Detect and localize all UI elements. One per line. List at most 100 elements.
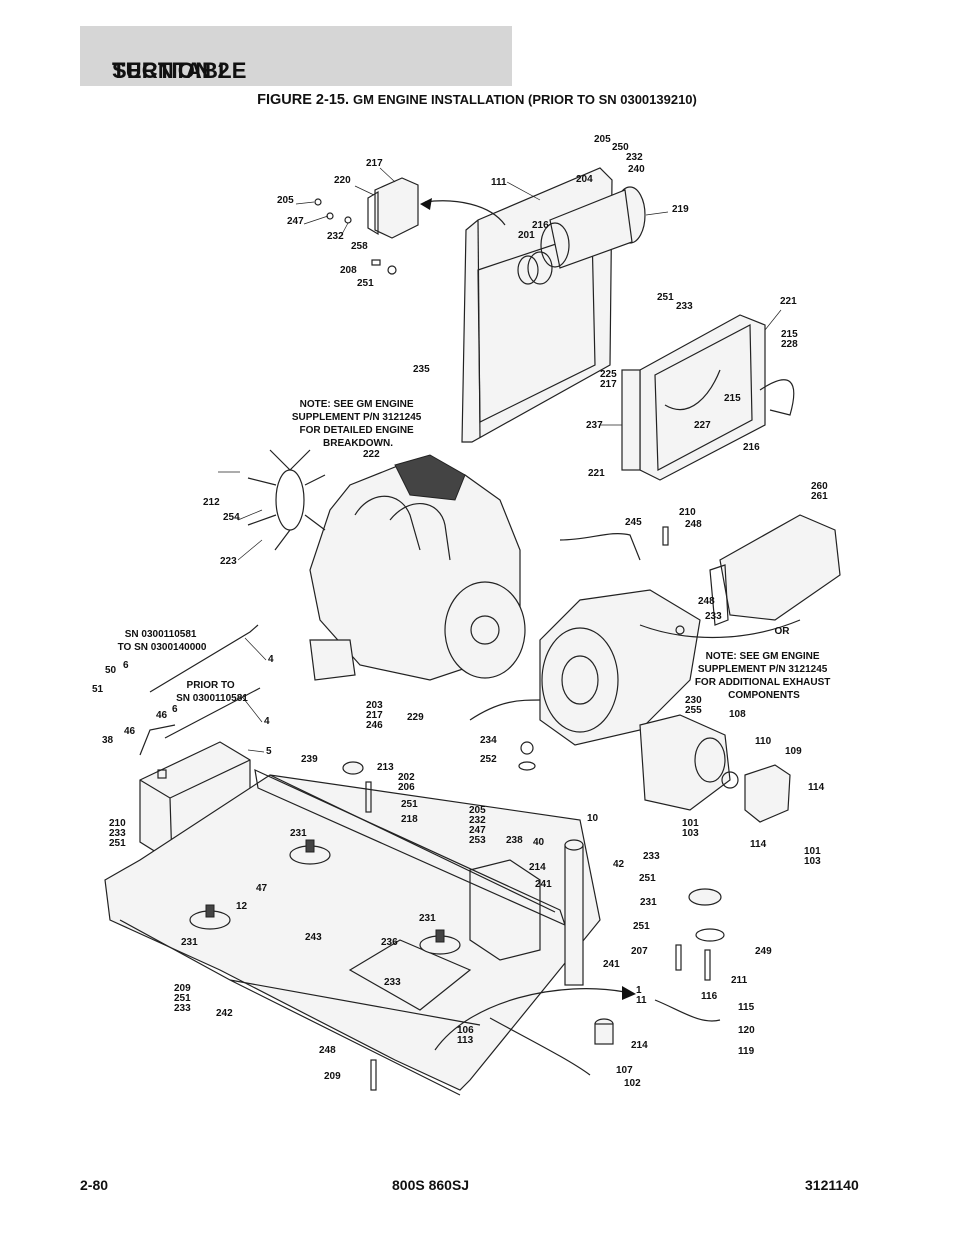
part-callout: 40 bbox=[533, 837, 545, 848]
part-callout: 235 bbox=[413, 364, 430, 375]
part-callout-line: 111 bbox=[491, 177, 507, 188]
part-callout: 231 bbox=[290, 828, 307, 839]
part-callout-line: 217 bbox=[366, 710, 383, 721]
part-callout: 248 bbox=[698, 596, 715, 607]
radiator bbox=[600, 309, 795, 481]
part-callout-line: 231 bbox=[640, 897, 657, 908]
part-callout-line: 115 bbox=[738, 1002, 755, 1013]
part-callout-line: 232 bbox=[327, 231, 344, 242]
engine-block bbox=[309, 454, 526, 681]
part-callout-line: 233 bbox=[705, 611, 722, 622]
part-callout-line: 247 bbox=[287, 216, 304, 227]
part-callout: 213 bbox=[377, 762, 394, 773]
part-callout-line: 109 bbox=[785, 746, 802, 757]
engine-note: NOTE: SEE GM ENGINE SUPPLEMENT P/N 31212… bbox=[292, 399, 424, 449]
part-callout-line: 220 bbox=[334, 175, 351, 186]
part-callout: 47 bbox=[256, 883, 268, 894]
part-callout-line: 223 bbox=[220, 556, 237, 567]
part-callout-line: 245 bbox=[625, 517, 642, 528]
part-callout: 239 bbox=[301, 754, 318, 765]
part-callout-line: 233 bbox=[384, 977, 401, 988]
part-callout: 208 bbox=[340, 265, 357, 276]
part-callout: 221 bbox=[588, 468, 605, 479]
part-callout-line: 5 bbox=[266, 746, 272, 757]
part-callout-line: 221 bbox=[588, 468, 605, 479]
part-callout: 248 bbox=[319, 1045, 336, 1056]
part-callout-line: 108 bbox=[729, 709, 746, 720]
part-callout-line: 251 bbox=[639, 873, 656, 884]
part-callout: 231 bbox=[419, 913, 436, 924]
part-callout: 233 bbox=[705, 611, 722, 622]
part-callout-line: 102 bbox=[624, 1078, 641, 1089]
part-callout: 209 bbox=[324, 1071, 341, 1082]
engine-note-line: SUPPLEMENT P/N 3121245 bbox=[292, 412, 422, 423]
part-callout-line: 119 bbox=[738, 1046, 755, 1057]
part-callout: 211 bbox=[731, 975, 748, 986]
part-callout-line: 251 bbox=[633, 921, 650, 932]
part-callout: 247 bbox=[287, 216, 304, 227]
part-callout: 120 bbox=[738, 1025, 755, 1036]
exhaust-note-line: FOR ADDITIONAL EXHAUST bbox=[695, 677, 831, 688]
part-callout-line: 250 bbox=[612, 142, 629, 153]
part-callout-line: 11 bbox=[636, 995, 647, 1006]
part-callout: 245 bbox=[625, 517, 642, 528]
part-callout-line: 252 bbox=[480, 754, 497, 765]
part-callout-line: 219 bbox=[672, 204, 689, 215]
part-callout-line: 251 bbox=[401, 799, 418, 810]
part-callout-line: 12 bbox=[236, 901, 248, 912]
part-callout-line: 114 bbox=[808, 782, 825, 793]
part-callout-line: 218 bbox=[401, 814, 418, 825]
part-callout-line: 238 bbox=[506, 835, 523, 846]
part-callout: 241 bbox=[603, 959, 620, 970]
part-callout-line: 101 bbox=[804, 846, 821, 857]
part-callout: 248 bbox=[685, 519, 702, 530]
part-callout: 231 bbox=[640, 897, 657, 908]
part-callout-line: 120 bbox=[738, 1025, 755, 1036]
part-callout: 107 bbox=[616, 1065, 633, 1076]
section-title: TURNTABLE bbox=[112, 58, 247, 83]
part-callout: 251 bbox=[657, 292, 674, 303]
part-callout-line: 240 bbox=[628, 164, 645, 175]
part-callout-line: 207 bbox=[631, 946, 648, 957]
figure-caption: GM ENGINE INSTALLATION (PRIOR TO SN 0300… bbox=[353, 92, 697, 107]
part-callout-line: 243 bbox=[305, 932, 322, 943]
part-callout: 219 bbox=[672, 204, 689, 215]
part-callout: 220 bbox=[334, 175, 351, 186]
part-callout-line: 6 bbox=[123, 660, 129, 671]
part-callout-line: 209 bbox=[324, 1071, 341, 1082]
part-callout-line: 214 bbox=[631, 1040, 648, 1051]
part-callout: 46 bbox=[124, 726, 136, 737]
part-callout: 242 bbox=[216, 1008, 233, 1019]
part-callout: 251 bbox=[633, 921, 650, 932]
part-callout: 4 bbox=[268, 654, 274, 665]
part-callout-line: 116 bbox=[701, 991, 718, 1002]
battery-cables bbox=[139, 624, 267, 756]
part-callout-line: 205 bbox=[277, 195, 294, 206]
part-callout-line: 258 bbox=[351, 241, 368, 252]
part-callout: 210 bbox=[679, 507, 696, 518]
section-number: SECTION 2 bbox=[112, 58, 230, 83]
part-callout: 207 bbox=[631, 946, 648, 957]
part-callout-line: 51 bbox=[92, 684, 104, 695]
part-callout-line: 204 bbox=[576, 174, 593, 185]
part-callout: 42 bbox=[613, 859, 625, 870]
part-callout-line: 251 bbox=[109, 838, 126, 849]
part-callout-line: 113 bbox=[457, 1035, 474, 1046]
figure-label: FIGURE 2-15. bbox=[257, 92, 349, 108]
part-callout-line: 101 bbox=[682, 818, 699, 829]
exhaust-note-line: COMPONENTS bbox=[728, 690, 800, 701]
part-callout-line: 1 bbox=[636, 985, 642, 996]
part-callout-line: 201 bbox=[518, 230, 535, 241]
footer-page-number: 2-80 bbox=[80, 1177, 109, 1193]
part-callout: 205 bbox=[277, 195, 294, 206]
part-callout-line: 216 bbox=[532, 220, 549, 231]
sn-range-note: SN 0300110581 TO SN 0300140000 bbox=[118, 629, 207, 653]
part-callout-line: 229 bbox=[407, 712, 424, 723]
